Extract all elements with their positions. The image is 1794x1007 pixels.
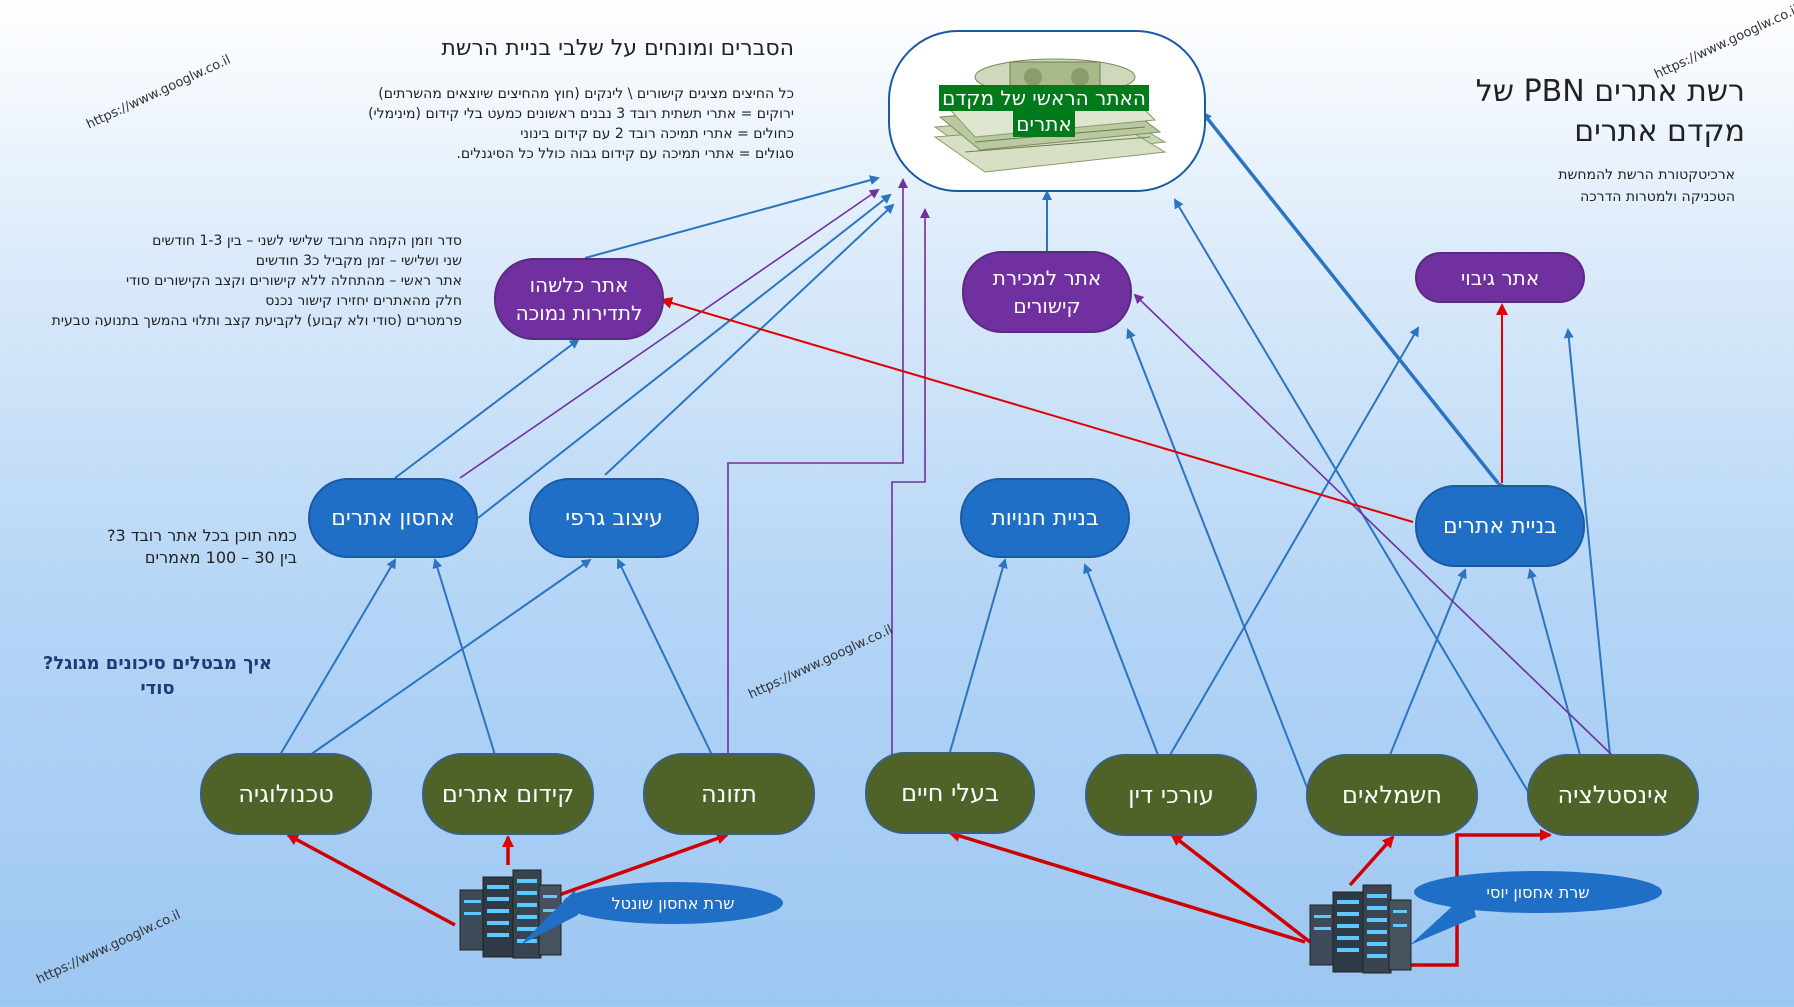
- node-nutrition-label: תזונה: [701, 780, 757, 808]
- explanation-line: כחולים = אתרי תמיכה רובד 2 עם קידום בינו…: [520, 126, 794, 142]
- node-animals: בעלי חיים: [865, 752, 1035, 834]
- order-notes: סדר וזמן הקמה מרובד שלישי לשני – בין 1-3…: [52, 231, 462, 331]
- node-graphic-design: עיצוב גרפי: [529, 478, 699, 558]
- node-stores: בניית חנויות: [960, 478, 1130, 558]
- risk-note-line1: איך מבטלים סיכונים מגוגל?: [42, 653, 272, 674]
- order-note: פרמטרים (סודי ולא קבוע) לקביעת קצב ותלוי…: [51, 313, 462, 329]
- node-plumbing: אינסטלציה: [1527, 754, 1699, 836]
- diagram-title-line2: מקדם אתרים: [1574, 114, 1745, 149]
- node-low-frequency-site: אתר כלשהו לתדירות נמוכה: [494, 258, 664, 340]
- node-technology-label: טכנולוגיה: [238, 780, 334, 808]
- node-graphic-design-label: עיצוב גרפי: [565, 505, 663, 531]
- main-site-line1: האתר הראשי של מקדם: [939, 85, 1149, 111]
- subtitle-line2: הטכניקה ולמטרות הדרכה: [1580, 189, 1735, 205]
- node-seo-label: קידום אתרים: [441, 780, 575, 808]
- server-callout-right: שרת אחסון יוסי: [1414, 871, 1662, 913]
- explanations-heading: הסברים ומונחים על שלבי בניית הרשת: [441, 36, 794, 61]
- explanation-line: ירוקים = אתרי תשתית רובד 3 נבנים ראשונים…: [368, 106, 794, 122]
- node-lawyers: עורכי דין: [1085, 754, 1257, 836]
- risk-note: איך מבטלים סיכונים מגוגל? סודי: [43, 651, 272, 701]
- main-site-node: האתר הראשי של מקדם אתרים: [888, 30, 1206, 192]
- node-hosting-label: אחסון אתרים: [331, 505, 455, 531]
- node-technology: טכנולוגיה: [200, 753, 372, 835]
- server-icon: [459, 869, 562, 959]
- node-low-frequency-line1: אתר כלשהו: [529, 273, 629, 297]
- node-lawyers-label: עורכי דין: [1128, 781, 1214, 809]
- subtitle-line1: ארכיטקטורת הרשת להמחשת: [1558, 167, 1735, 183]
- order-note: חלק מהאתרים יחזירו קישור נכנס: [265, 293, 462, 309]
- order-note: סדר וזמן הקמה מרובד שלישי לשני – בין 1-3…: [152, 233, 462, 249]
- order-note: שני ושלישי – זמן מקביל כ3 חודשים: [255, 253, 462, 269]
- explanations-list: כל החיצים מציגים קישורים \ לינקים (חוץ מ…: [368, 84, 794, 164]
- node-backup-site: אתר גיבוי: [1415, 252, 1585, 303]
- node-link-sale-site: אתר למכירת קישורים: [962, 251, 1132, 333]
- node-hosting: אחסון אתרים: [308, 478, 478, 558]
- server-icon: [1309, 884, 1412, 974]
- node-seo: קידום אתרים: [422, 753, 594, 835]
- node-site-building: בניית אתרים: [1415, 485, 1585, 567]
- node-backup-label: אתר גיבוי: [1460, 265, 1540, 290]
- node-electricians: חשמלאים: [1306, 754, 1478, 836]
- node-link-sale-line1: אתר למכירת: [992, 266, 1102, 290]
- diagram-title-line1: רשת אתרים PBN של: [1475, 74, 1745, 109]
- content-note: כמה תוכן בכל אתר רובד 3? בין 30 – 100 מא…: [107, 525, 297, 569]
- node-site-building-label: בניית אתרים: [1443, 513, 1557, 539]
- node-stores-label: בניית חנויות: [991, 505, 1099, 531]
- node-animals-label: בעלי חיים: [901, 779, 999, 807]
- server-callout-left: שרת אחסון שונטל: [563, 882, 783, 924]
- risk-note-line2: סודי: [140, 678, 175, 699]
- explanation-line: סגולים = אתרי תמיכה עם קידום גבוה כולל כ…: [456, 146, 794, 162]
- content-note-line1: כמה תוכן בכל אתר רובד 3?: [106, 526, 297, 545]
- order-note: אתר ראשי – מהתחלה ללא קישורים וקצב הקישו…: [126, 273, 462, 289]
- main-site-line2: אתרים: [1013, 111, 1075, 137]
- server-callout-left-text: שרת אחסון שונטל: [611, 893, 735, 913]
- server-callout-right-text: שרת אחסון יוסי: [1486, 882, 1590, 902]
- node-link-sale-line2: קישורים: [1013, 294, 1081, 318]
- content-note-line2: בין 30 – 100 מאמרים: [144, 548, 297, 567]
- explanation-line: כל החיצים מציגים קישורים \ לינקים (חוץ מ…: [378, 86, 794, 102]
- node-nutrition: תזונה: [643, 753, 815, 835]
- node-low-frequency-line2: לתדירות נמוכה: [515, 301, 643, 325]
- node-plumbing-label: אינסטלציה: [1557, 781, 1669, 809]
- node-electricians-label: חשמלאים: [1342, 781, 1442, 809]
